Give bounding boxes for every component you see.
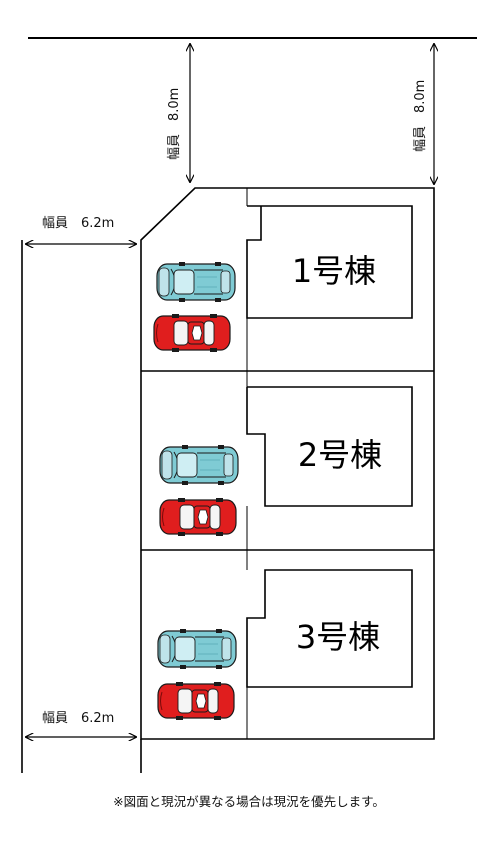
road-width-label-top-left: 幅員 8.0m [167, 88, 182, 160]
road-width-label-top-right: 幅員 8.0m [413, 80, 428, 152]
road-width-label-left-lower: 幅員 6.2m [42, 711, 114, 726]
car-lot2-sedan [159, 497, 237, 537]
building-3-label: 3号棟 [296, 618, 380, 656]
car-lot1-compact [156, 261, 236, 303]
car-lot2-compact [159, 444, 239, 486]
building-1-label: 1号棟 [292, 252, 376, 290]
car-lot1-sedan [153, 313, 231, 353]
footnote: ※図面と現況が異なる場合は現況を優先します。 [113, 794, 385, 809]
site-outline [140, 187, 435, 740]
building-2-footprint [246, 386, 413, 507]
car-lot3-compact [157, 628, 237, 670]
road-width-label-left-upper: 幅員 6.2m [42, 216, 114, 231]
car-lot3-sedan [157, 681, 235, 721]
building-2-label: 2号棟 [298, 436, 382, 474]
